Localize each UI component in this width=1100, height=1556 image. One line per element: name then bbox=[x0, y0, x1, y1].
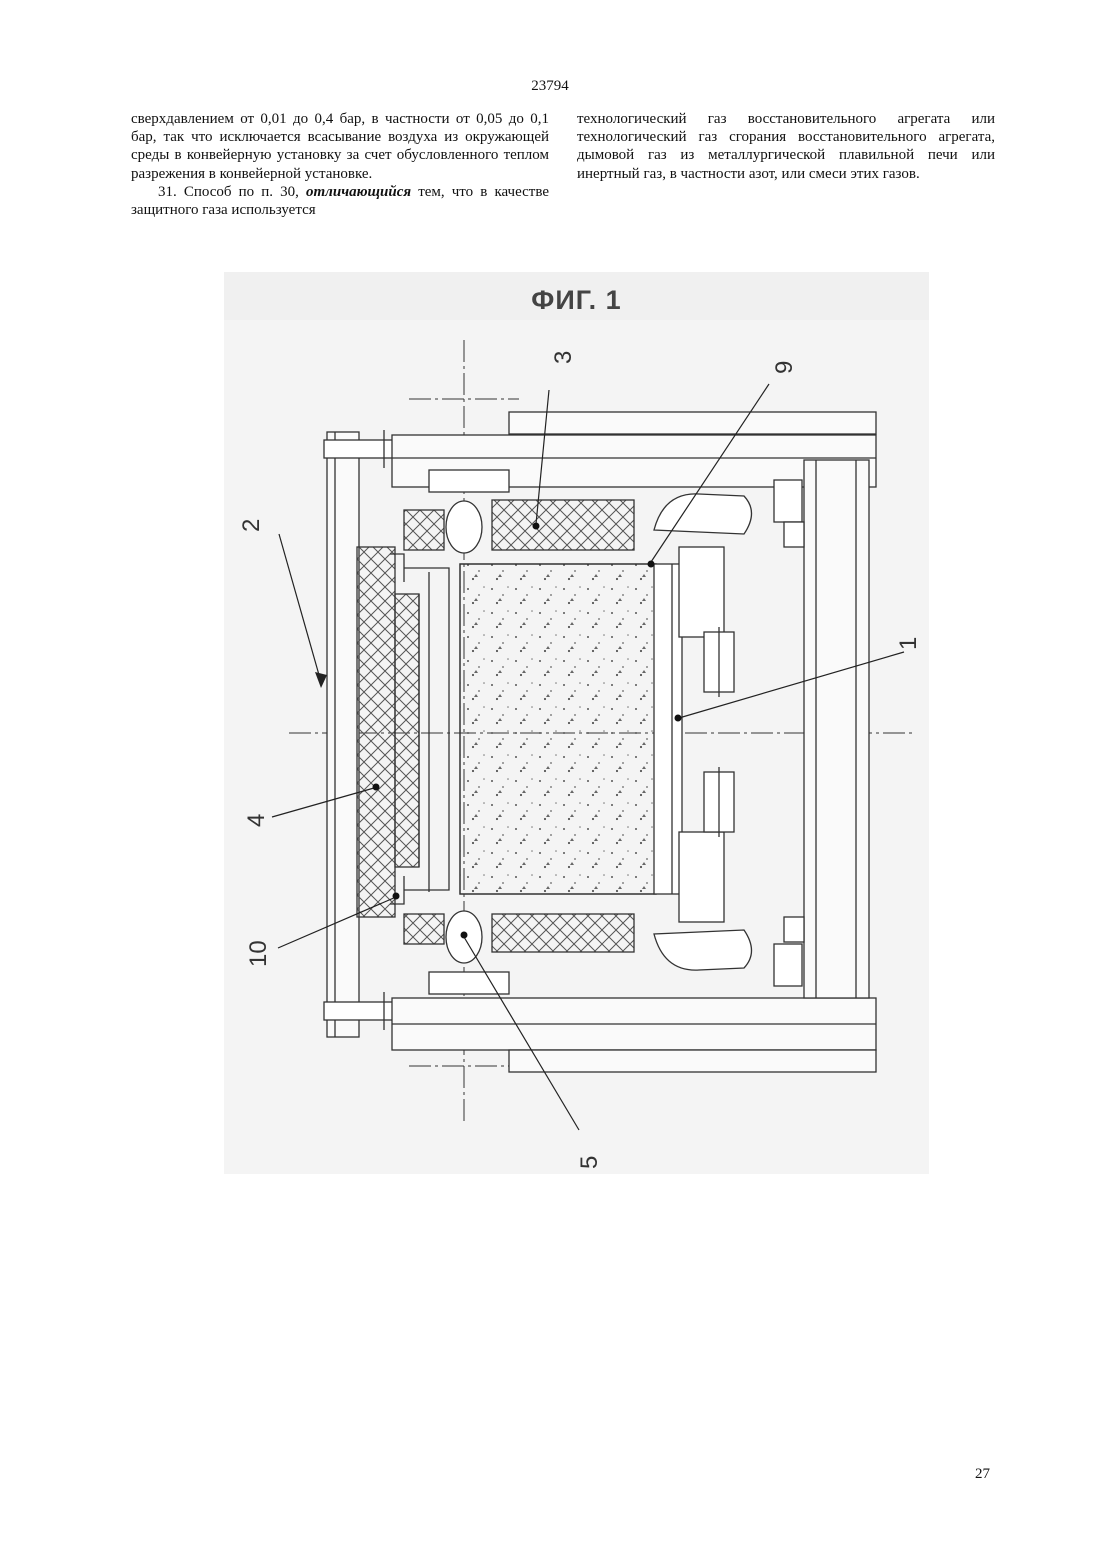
top-insulation-3 bbox=[492, 500, 634, 550]
left-text-column: сверхдавлением от 0,01 до 0,4 бар, в час… bbox=[131, 110, 549, 219]
label-3: 3 bbox=[550, 351, 577, 364]
left-paragraph-1: сверхдавлением от 0,01 до 0,4 бар, в час… bbox=[131, 110, 549, 183]
label-9: 9 bbox=[771, 361, 798, 374]
right-paragraph-1: технологический газ восстановительного а… bbox=[577, 110, 995, 183]
left-frame-plate bbox=[327, 432, 359, 1037]
page-header-code: 23794 bbox=[0, 78, 1100, 95]
right-frame-post bbox=[804, 460, 869, 998]
top-roller bbox=[446, 501, 482, 553]
insulation-block-4 bbox=[357, 547, 395, 917]
label-1: 1 bbox=[895, 637, 922, 650]
claim-emphasis: отличающийся bbox=[306, 184, 411, 200]
label-10: 10 bbox=[245, 940, 272, 967]
technical-drawing: 3 9 2 1 4 10 5 bbox=[224, 272, 929, 1174]
left-paragraph-2: 31. Способ по п. 30, отличающийся тем, ч… bbox=[131, 183, 549, 219]
label-5: 5 bbox=[576, 1156, 603, 1169]
label-4: 4 bbox=[243, 814, 270, 827]
claim-prefix: 31. Способ по п. 30, bbox=[158, 184, 306, 200]
right-text-column: технологический газ восстановительного а… bbox=[577, 110, 995, 183]
bottom-motor bbox=[654, 930, 752, 970]
page-number: 27 bbox=[975, 1466, 990, 1483]
label-2: 2 bbox=[238, 519, 265, 532]
top-motor bbox=[654, 494, 752, 534]
pallet-material-area bbox=[460, 564, 656, 894]
figure-1: ФИГ. 1 bbox=[224, 272, 929, 1174]
